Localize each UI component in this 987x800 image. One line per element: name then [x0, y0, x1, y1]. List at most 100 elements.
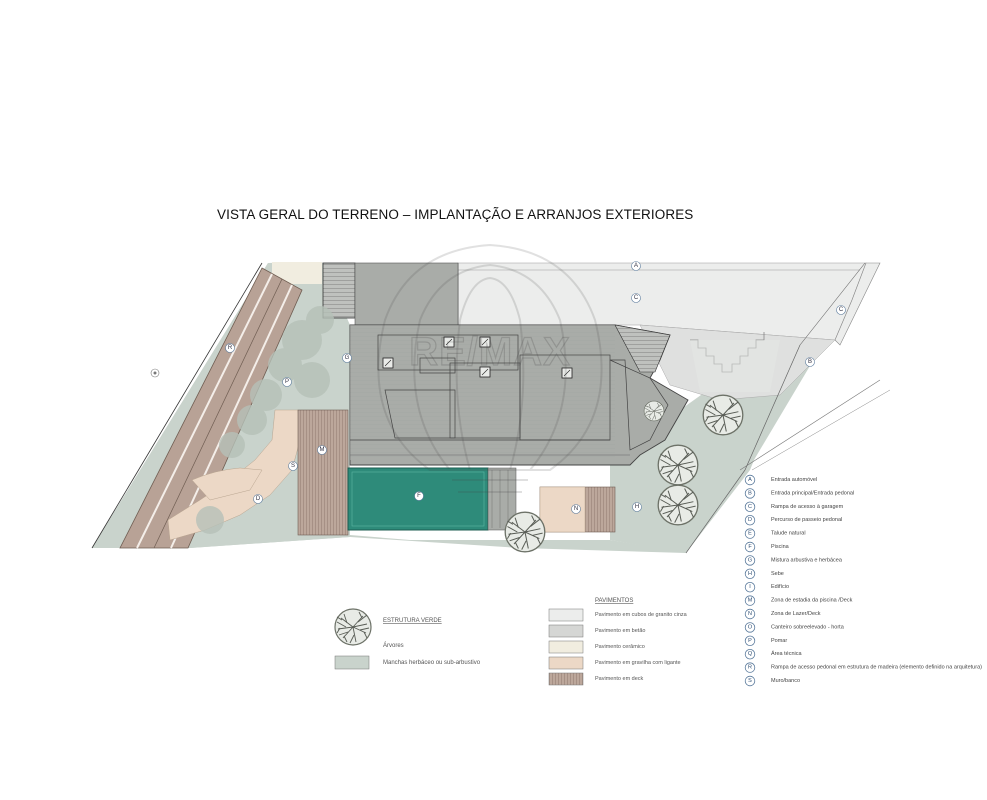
key-marker — [744, 622, 756, 633]
key-label: Mistura arbustiva e herbácea — [771, 557, 843, 563]
label-a: A — [634, 263, 638, 269]
legend-green-item: Manchas herbáceo ou sub-arbustivo — [383, 660, 481, 666]
key-label: Pomar — [771, 638, 787, 644]
label-c: C — [634, 295, 639, 301]
orchard-shrubs — [196, 306, 334, 534]
watermark-text: RE/MAX — [409, 330, 571, 374]
legend-paving-item: Pavimento em cubos de granito cinza — [595, 612, 688, 618]
key-item: O Canteiro sobreelevado - horta — [744, 622, 845, 633]
label-d: D — [256, 496, 261, 502]
key-marker — [744, 649, 756, 660]
key-marker — [744, 595, 756, 606]
key-marker — [744, 568, 756, 580]
key-item: N Zona de Lazer/Deck — [744, 608, 821, 620]
key-item: M Zona de estadia da piscina /Deck — [744, 595, 853, 606]
plan-labels: A C C B R P G S M D F N H — [225, 261, 846, 514]
label-n: N — [574, 506, 578, 512]
label-g: G — [345, 355, 350, 361]
label-b: B — [808, 359, 812, 365]
key-letter: M — [748, 598, 753, 604]
key-label: Sebe — [771, 571, 784, 577]
key-label: Entrada automóvel — [771, 477, 817, 483]
remax-watermark — [377, 243, 603, 493]
key-label: Edifício — [771, 584, 789, 590]
paving-swatch — [548, 624, 584, 638]
label-h: H — [635, 504, 639, 510]
label-s: S — [291, 463, 295, 469]
key-letter: E — [748, 531, 752, 537]
legend-paving-item: Pavimento em betão — [595, 628, 645, 634]
label-r: R — [228, 345, 233, 351]
tree-icon — [334, 608, 372, 646]
page-title: VISTA GERAL DO TERRENO – IMPLANTAÇÃO E A… — [217, 207, 694, 222]
tree-icon — [702, 394, 744, 436]
key-marker — [744, 474, 756, 486]
paving-swatch — [548, 672, 584, 686]
key-marker — [744, 582, 756, 593]
key-marker — [744, 488, 756, 499]
key-item: E Talude natural — [744, 528, 806, 539]
key-label: Rampa de acesso à garagem — [771, 504, 844, 510]
green-swatch — [334, 655, 370, 670]
key-label: Área técnica — [771, 650, 803, 657]
label-p: P — [285, 379, 289, 385]
paving-swatch — [548, 640, 584, 654]
key-letter: O — [748, 624, 753, 630]
legend-green-item: Árvores — [383, 642, 404, 649]
label-m: M — [320, 447, 325, 453]
key-marker — [744, 675, 756, 687]
key-item: R Rampa de acesso pedonal em estrutura de… — [744, 662, 982, 673]
key-marker — [744, 635, 756, 647]
key-letter: S — [748, 678, 752, 684]
key-label: Entrada principal/Entrada pedonal — [771, 490, 854, 496]
key-item: F Piscina — [744, 541, 790, 553]
paving-swatch — [548, 656, 584, 670]
legend-paving: PAVIMENTOS Pavimento em cubos de granito… — [548, 598, 688, 686]
key-label: Muro/banco — [771, 678, 800, 684]
key-marker — [744, 528, 756, 539]
tree-icon — [657, 484, 699, 526]
key-marker — [744, 662, 756, 673]
key-item: S Muro/banco — [744, 675, 800, 687]
key-marker — [744, 555, 756, 566]
key-item: H Sebe — [744, 568, 784, 580]
key-label: Zona de Lazer/Deck — [771, 611, 821, 617]
label-c2: C — [839, 307, 844, 313]
key-letter: P — [748, 638, 752, 644]
key-marker — [744, 608, 756, 620]
key-label: Rampa de acesso pedonal em estrutura de … — [771, 665, 982, 671]
key-letter: B — [748, 490, 752, 496]
legend-paving-item: Pavimento em deck — [595, 676, 644, 682]
key-item: G Mistura arbustiva e herbácea — [744, 555, 843, 566]
key-label: Canteiro sobreelevado - horta — [771, 624, 845, 630]
key-label: Piscina — [771, 544, 790, 550]
key-letter: G — [748, 557, 752, 563]
wooden-ramp — [119, 267, 303, 549]
legend-paving-heading: PAVIMENTOS — [595, 598, 633, 604]
key-letter: F — [748, 544, 752, 550]
key-marker — [744, 541, 756, 553]
key-item: B Entrada principal/Entrada pedonal — [744, 488, 854, 499]
legend-paving-item: Pavimento cerâmico — [595, 644, 645, 650]
key-letter: H — [748, 571, 752, 577]
key-letter: D — [748, 517, 752, 523]
key-label: Zona de estadia da piscina /Deck — [771, 598, 853, 604]
roof-lines — [350, 334, 669, 451]
key-item: Q Área técnica — [744, 649, 803, 660]
label-f: F — [417, 493, 421, 499]
pool-deck-left — [297, 409, 349, 536]
key-label: Talude natural — [771, 531, 806, 537]
tree-icon — [657, 444, 699, 486]
legend-green: ESTRUTURA VERDE Árvores Manchas herbáceo… — [334, 608, 481, 670]
key-letter: R — [748, 665, 752, 671]
key-marker — [744, 501, 756, 513]
key-letter: N — [748, 611, 752, 617]
key-letter: Q — [748, 651, 753, 657]
tree-icon — [504, 511, 546, 553]
